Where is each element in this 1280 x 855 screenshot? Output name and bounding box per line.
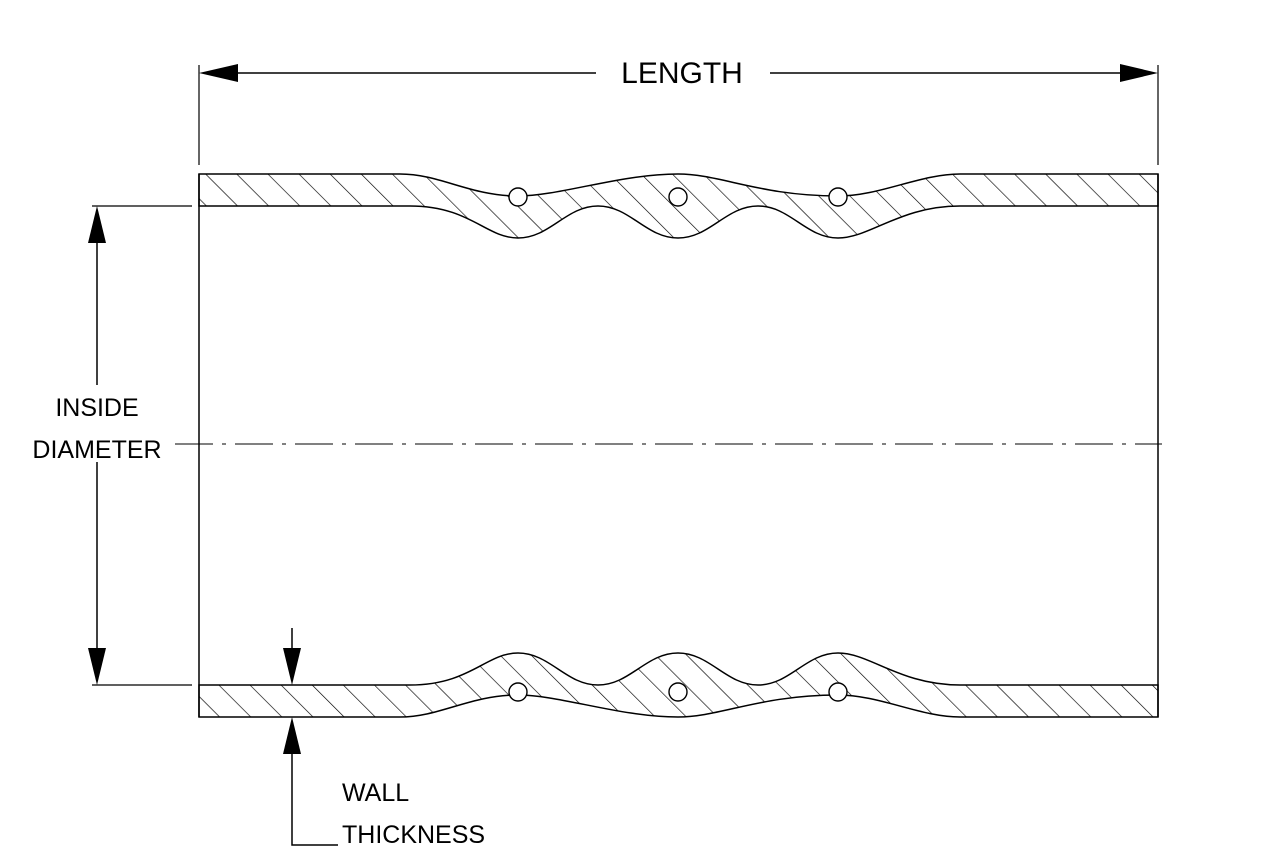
- id-arrow-up-icon: [88, 206, 106, 243]
- wt-arrow-down-icon: [283, 648, 301, 685]
- inside-diameter-label-line1: INSIDE: [55, 394, 138, 422]
- id-arrow-down-icon: [88, 648, 106, 685]
- length-arrow-left-icon: [199, 64, 238, 82]
- inside-diameter-dimension: INSIDE DIAMETER: [32, 205, 192, 686]
- wall-thickness-label-line1: WALL: [342, 779, 409, 807]
- bottom-wire-3: [828, 682, 848, 702]
- top-wire-3: [828, 187, 848, 207]
- top-wire-1: [508, 187, 528, 207]
- bottom-wire-2: [668, 682, 688, 702]
- length-arrow-right-icon: [1120, 64, 1158, 82]
- wt-leader-bottom: [291, 754, 338, 846]
- wall-thickness-label-line2: THICKNESS: [342, 821, 485, 849]
- length-label: LENGTH: [621, 57, 743, 90]
- hose-body: [198, 174, 1159, 717]
- bottom-wire-1: [508, 682, 528, 702]
- length-dimension: LENGTH: [198, 57, 1159, 165]
- wall-thickness-dimension: WALL THICKNESS: [283, 628, 485, 849]
- inside-diameter-label-line2: DIAMETER: [32, 436, 161, 464]
- bottom-wall-section: [198, 652, 1159, 718]
- wt-arrow-up-icon: [283, 717, 301, 754]
- top-wire-2: [668, 187, 688, 207]
- top-wall-section: [198, 173, 1159, 239]
